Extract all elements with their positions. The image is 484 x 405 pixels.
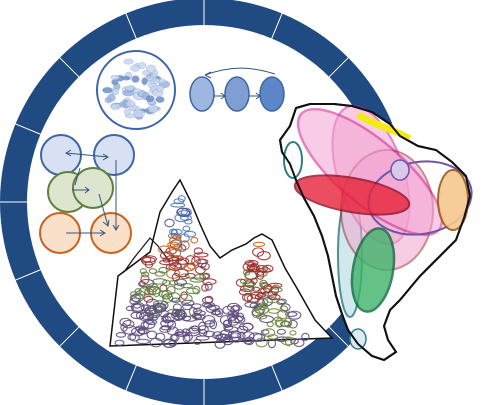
interaction-grid-icon: [39, 134, 135, 254]
node-cluster-icon: [96, 50, 176, 130]
south-america-map-icon: [278, 103, 473, 362]
population-mountains-icon: [109, 178, 334, 349]
chain-of-nodes-icon: [189, 67, 285, 112]
